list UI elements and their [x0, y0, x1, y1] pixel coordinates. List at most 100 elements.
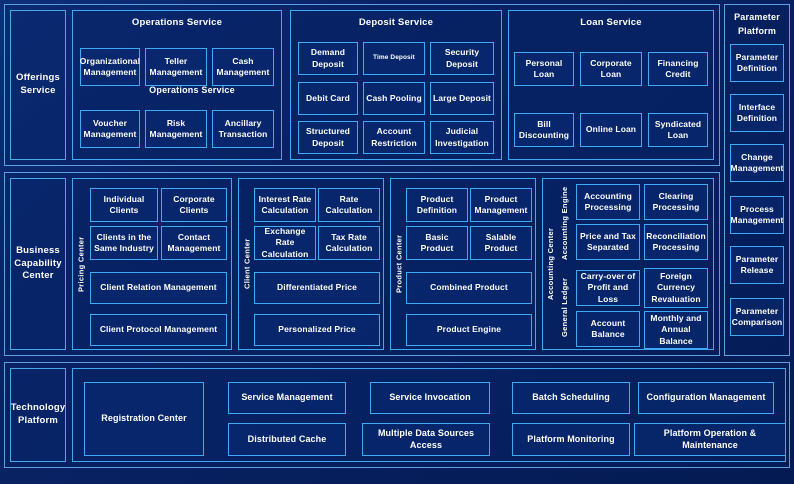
cell-parameter-definition[interactable]: Parameter Definition — [730, 44, 784, 82]
cell-cash-pooling[interactable]: Cash Pooling — [363, 82, 425, 115]
overlay-title-operations-service: Operations Service — [149, 85, 235, 95]
cell-label: Personalized Price — [278, 324, 356, 335]
vlabel-accounting-center: Accounting Center — [544, 180, 557, 348]
cell-security-deposit[interactable]: Security Deposit — [430, 42, 494, 75]
cell-judicial-investigation[interactable]: Judicial Investigation — [430, 121, 494, 154]
cell-demand-deposit[interactable]: Demand Deposit — [298, 42, 358, 75]
vlabel-text: Accounting Engine — [560, 186, 569, 260]
cell-distributed-cache[interactable]: Distributed Cache — [228, 423, 346, 456]
cell-price-and-tax-separated[interactable]: Price and Tax Separated — [576, 224, 640, 260]
cell-platform-monitoring[interactable]: Platform Monitoring — [512, 423, 630, 456]
cell-product-definition[interactable]: Product Definition — [406, 188, 468, 222]
cell-label: Time Deposit — [373, 54, 415, 62]
cell-label: Client Protocol Management — [99, 324, 218, 335]
cell-structured-deposit[interactable]: Structured Deposit — [298, 121, 358, 154]
right-column-title-line2: Platform — [737, 26, 777, 36]
cell-syndicated-loan[interactable]: Syndicated Loan — [648, 113, 708, 147]
cell-exchange-rate-calculation[interactable]: Exchange Rate Calculation — [254, 226, 316, 260]
cell-label: Debit Card — [306, 92, 350, 103]
cell-teller-management[interactable]: Teller Management — [145, 48, 207, 86]
cell-reconciliation-processing[interactable]: Reconciliation Processing — [644, 224, 708, 260]
cell-corporate-clients[interactable]: Corporate Clients — [161, 188, 227, 222]
cell-configuration-management[interactable]: Configuration Management — [638, 382, 774, 414]
cell-corporate-loan[interactable]: Corporate Loan — [580, 52, 642, 86]
cell-parameter-release[interactable]: Parameter Release — [730, 246, 784, 284]
vlabel-text: Pricing Center — [76, 236, 86, 292]
row-label-offerings-service[interactable]: Offerings Service — [10, 10, 66, 160]
cell-financing-credit[interactable]: Financing Credit — [648, 52, 708, 86]
cell-voucher-management[interactable]: Voucher Management — [80, 110, 140, 148]
row-label-offerings-service-text: Offerings Service — [15, 72, 61, 96]
cell-contact-management[interactable]: Contact Management — [161, 226, 227, 260]
cell-account-restriction[interactable]: Account Restriction — [363, 121, 425, 154]
vlabel-pricing-center: Pricing Center — [74, 180, 88, 348]
cell-service-invocation[interactable]: Service Invocation — [370, 382, 490, 414]
cell-foreign-currency-revaluation[interactable]: Foreign Currency Revaluation — [644, 268, 708, 308]
cell-label: Cash Management — [216, 55, 270, 77]
cell-risk-management[interactable]: Risk Management — [145, 110, 207, 148]
cell-individual-clients[interactable]: Individual Clients — [90, 188, 158, 222]
cell-label: Registration Center — [101, 413, 187, 424]
row-label-technology-platform-text: Technology Platform — [10, 402, 66, 426]
cell-label: Accounting Processing — [584, 190, 632, 212]
group-title-operations-service: Operations Service — [131, 17, 223, 28]
vlabel-general-ledger: General Ledger — [558, 266, 571, 348]
cell-clients-in-the-same-industry[interactable]: Clients in the Same Industry — [90, 226, 158, 260]
cell-interface-definition[interactable]: Interface Definition — [730, 94, 784, 132]
cell-label: Online Loan — [585, 124, 637, 135]
cell-client-protocol-management[interactable]: Client Protocol Management — [90, 314, 227, 346]
cell-label: Contact Management — [167, 231, 221, 253]
row-label-technology-platform[interactable]: Technology Platform — [10, 368, 66, 462]
cell-parameter-comparison[interactable]: Parameter Comparison — [730, 298, 784, 336]
cell-personal-loan[interactable]: Personal Loan — [514, 52, 574, 86]
cell-label: Batch Scheduling — [532, 392, 610, 403]
cell-debit-card[interactable]: Debit Card — [298, 82, 358, 115]
cell-label: Large Deposit — [433, 92, 491, 103]
cell-label: Judicial Investigation — [435, 126, 489, 148]
cell-account-balance[interactable]: Account Balance — [576, 311, 640, 347]
cell-large-deposit[interactable]: Large Deposit — [430, 82, 494, 115]
cell-cash-management[interactable]: Cash Management — [212, 48, 274, 86]
cell-platform-operation-and-maintenance[interactable]: Platform Operation & Maintenance — [634, 423, 786, 456]
cell-carry-over-of-profit-and-loss[interactable]: Carry-over of Profit and Loss — [576, 270, 640, 306]
cell-label: Risk Management — [149, 117, 203, 139]
cell-rate-calculation[interactable]: Rate Calculation — [318, 188, 380, 222]
cell-time-deposit[interactable]: Time Deposit — [363, 42, 425, 75]
cell-multiple-data-sources-access[interactable]: Multiple Data Sources Access — [362, 423, 490, 456]
cell-label: Demand Deposit — [310, 47, 346, 69]
cell-label: Syndicated Loan — [654, 118, 702, 140]
cell-monthly-and-annual-balance[interactable]: Monthly and Annual Balance — [644, 311, 708, 349]
cell-organizational-management[interactable]: Organizational Management — [80, 48, 140, 86]
cell-change-management[interactable]: Change Management — [730, 144, 784, 182]
cell-product-management[interactable]: Product Management — [470, 188, 532, 222]
cell-label: Corporate Clients — [173, 193, 215, 215]
cell-ancillary-transaction[interactable]: Ancillary Transaction — [212, 110, 274, 148]
group-title-loan-service: Loan Service — [580, 17, 642, 28]
cell-client-relation-management[interactable]: Client Relation Management — [90, 272, 227, 304]
row-label-business-capability-center[interactable]: Business Capability Center — [10, 178, 66, 350]
cell-salable-product[interactable]: Salable Product — [470, 226, 532, 260]
cell-differentiated-price[interactable]: Differentiated Price — [254, 272, 380, 304]
cell-batch-scheduling[interactable]: Batch Scheduling — [512, 382, 630, 414]
cell-label: Security Deposit — [444, 47, 480, 69]
vlabel-client-center: Client Center — [240, 180, 254, 348]
cell-product-engine[interactable]: Product Engine — [406, 314, 532, 346]
cell-bill-discounting[interactable]: Bill Discounting — [514, 113, 574, 147]
cell-personalized-price[interactable]: Personalized Price — [254, 314, 380, 346]
cell-combined-product[interactable]: Combined Product — [406, 272, 532, 304]
cell-online-loan[interactable]: Online Loan — [580, 113, 642, 147]
cell-label: Differentiated Price — [277, 282, 357, 293]
cell-accounting-processing[interactable]: Accounting Processing — [576, 184, 640, 220]
cell-basic-product[interactable]: Basic Product — [406, 226, 468, 260]
cell-label: Product Engine — [436, 324, 502, 335]
cell-process-management[interactable]: Process Management — [730, 196, 784, 234]
cell-label: Individual Clients — [103, 193, 145, 215]
cell-registration-center[interactable]: Registration Center — [84, 382, 204, 456]
cell-interest-rate-calculation[interactable]: Interest Rate Calculation — [254, 188, 316, 222]
cell-service-management[interactable]: Service Management — [228, 382, 346, 414]
vlabel-product-center: Product Center — [392, 180, 406, 348]
cell-label: Structured Deposit — [306, 126, 350, 148]
cell-clearing-processing[interactable]: Clearing Processing — [644, 184, 708, 220]
cell-tax-rate-calculation[interactable]: Tax Rate Calculation — [318, 226, 380, 260]
